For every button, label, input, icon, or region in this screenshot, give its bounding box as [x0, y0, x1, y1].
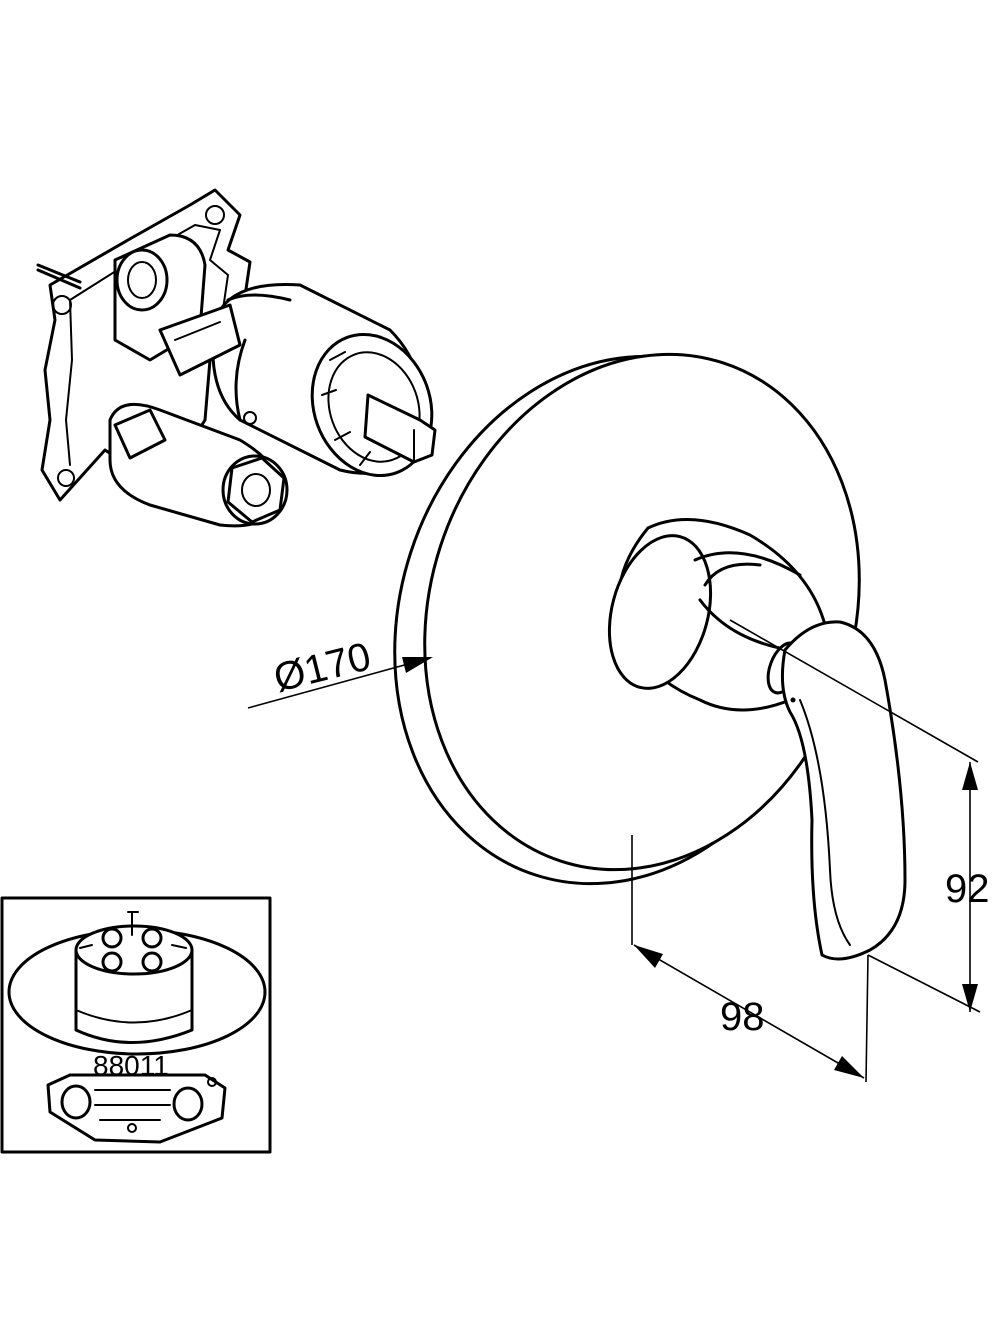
lever-handle [780, 620, 907, 961]
mount-hole-top [205, 205, 225, 225]
inset-panel [0, 896, 272, 1154]
inset-frame [0, 896, 272, 1154]
mount-hole-left [52, 295, 72, 315]
spindle [363, 393, 437, 464]
diameter-label: Ø170 [270, 634, 376, 700]
depth-label: 98 [720, 995, 765, 1039]
mount-hole-bottom [57, 469, 75, 487]
dimension-lines [247, 619, 981, 1083]
diameter-arrowhead [402, 657, 433, 673]
rough-in-valve-body [36, 188, 437, 528]
trim-assembly [393, 352, 907, 961]
height-label: 92 [945, 867, 990, 911]
inset-code-label: 88011 [93, 1050, 169, 1081]
